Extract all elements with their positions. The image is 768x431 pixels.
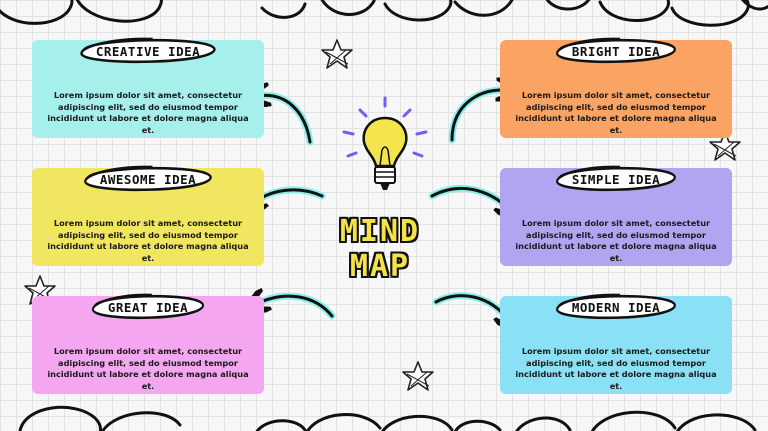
card-title: BRIGHT IDEA (571, 43, 661, 59)
card-modern-idea: MODERN IDEA Lorem ipsum dolor sit amet, … (500, 293, 732, 394)
card-body-text: Lorem ipsum dolor sit amet, consectetur … (47, 218, 249, 263)
card-title-pill: SIMPLE IDEA (554, 162, 678, 196)
scribble-ellipse (556, 165, 676, 192)
card-title: AWESOME IDEA (99, 171, 197, 187)
star-icon (321, 39, 353, 69)
scribble-ellipse (84, 165, 212, 192)
scribble-ellipse (80, 37, 216, 64)
card-title: MODERN IDEA (571, 299, 661, 315)
mind-map-title: MIND MAP (320, 214, 440, 284)
card-body-text: Lorem ipsum dolor sit amet, consectetur … (515, 346, 717, 391)
arrow-icon (258, 95, 314, 146)
card-title: CREATIVE IDEA (95, 43, 201, 59)
card-body-text: Lorem ipsum dolor sit amet, consectetur … (515, 90, 717, 135)
card-body-text: Lorem ipsum dolor sit amet, consectetur … (515, 218, 717, 263)
arrow-icon (256, 296, 336, 320)
card-title-pill: CREATIVE IDEA (78, 34, 218, 68)
card-title-pill: MODERN IDEA (554, 290, 678, 324)
card-title: SIMPLE IDEA (571, 171, 661, 187)
scribble-ellipse (91, 293, 205, 320)
star-icon (709, 131, 741, 161)
card-title: GREAT IDEA (107, 299, 189, 315)
title-line-1: MIND (339, 214, 421, 249)
scribble-ellipse (556, 293, 676, 320)
star-icon (402, 361, 434, 391)
scribble-ellipse (556, 37, 676, 64)
arrow-icon (448, 90, 508, 144)
card-creative-idea: CREATIVE IDEA Lorem ipsum dolor sit amet… (32, 37, 264, 138)
card-title-pill: GREAT IDEA (90, 290, 206, 324)
card-awesome-idea: AWESOME IDEA Lorem ipsum dolor sit amet,… (32, 165, 264, 266)
card-title-pill: AWESOME IDEA (82, 162, 214, 196)
title-line-2: MAP (349, 249, 411, 284)
card-bright-idea: BRIGHT IDEA Lorem ipsum dolor sit amet, … (500, 37, 732, 138)
card-great-idea: GREAT IDEA Lorem ipsum dolor sit amet, c… (32, 293, 264, 394)
card-body-text: Lorem ipsum dolor sit amet, consectetur … (47, 346, 249, 391)
card-body-text: Lorem ipsum dolor sit amet, consectetur … (47, 90, 249, 135)
card-simple-idea: SIMPLE IDEA Lorem ipsum dolor sit amet, … (500, 165, 732, 266)
card-title-pill: BRIGHT IDEA (554, 34, 678, 68)
